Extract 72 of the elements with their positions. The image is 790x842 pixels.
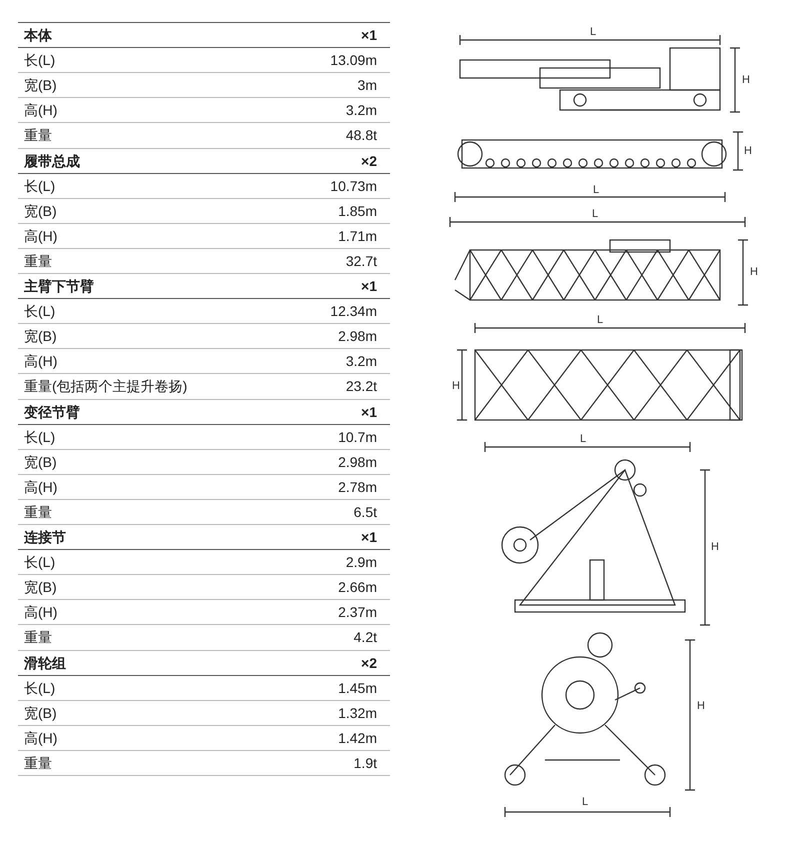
spec-name: 宽(B) (24, 704, 57, 722)
group-heading: 变径节臂 (24, 402, 80, 420)
spec-name: 宽(B) (24, 76, 57, 94)
spec-value: 2.78m (338, 478, 377, 496)
spec-value: 23.2t (346, 377, 377, 396)
spec-value: 1.45m (338, 678, 377, 697)
spec-name: 宽(B) (24, 452, 57, 471)
group-heading: 履带总成 (24, 152, 80, 170)
dimension-label: L (597, 314, 604, 326)
spec-value: 3m (358, 76, 377, 94)
dimension-label: L (590, 26, 596, 38)
spec-value: 4.2t (354, 628, 377, 646)
spec-value: 2.9m (346, 553, 377, 572)
dimension-label: L (592, 208, 598, 220)
spec-name: 重量 (24, 754, 52, 772)
spec-value: 2.98m (338, 452, 377, 471)
spec-value: 2.98m (338, 327, 377, 346)
dimension-label: H (750, 266, 758, 278)
quantity-value: ×2 (361, 152, 377, 170)
spec-name: 高(H) (24, 728, 58, 747)
spec-name: 长(L) (24, 51, 56, 70)
group-heading: 滑轮组 (24, 654, 66, 672)
spec-value: 3.2m (346, 101, 377, 120)
spec-value: 1.42m (338, 728, 377, 747)
spec-name: 重量 (24, 502, 52, 521)
group-heading: 本体 (24, 26, 52, 44)
spec-value: 2.37m (338, 603, 377, 622)
group-heading: 主臂下节臂 (24, 277, 94, 295)
quantity-value: ×2 (361, 654, 377, 672)
spec-name: 高(H) (24, 478, 58, 496)
group-heading: 连接节 (24, 528, 66, 546)
spec-name: 高(H) (24, 352, 58, 370)
dimension-label: H (744, 145, 752, 157)
spec-value: 1.71m (338, 226, 377, 245)
spec-value: 3.2m (346, 352, 377, 370)
spec-name: 高(H) (24, 101, 58, 120)
spec-name: 高(H) (24, 226, 58, 245)
dimension-label: L (582, 796, 588, 808)
spec-value: 1.9t (354, 754, 377, 772)
spec-value: 13.09m (330, 51, 377, 70)
spec-value: 10.7m (338, 428, 377, 446)
spec-name: 重量 (24, 628, 52, 646)
spec-name: 宽(B) (24, 327, 57, 346)
dimension-label: L (580, 433, 586, 445)
spec-name: 长(L) (24, 302, 56, 320)
dimension-label: H (742, 74, 750, 86)
spec-value: 1.32m (338, 704, 377, 722)
spec-name: 高(H) (24, 603, 58, 622)
spec-name: 重量 (24, 252, 52, 270)
quantity-value: ×1 (361, 528, 377, 546)
dimension-label: L (593, 184, 600, 196)
spec-name: 重量 (24, 126, 52, 144)
spec-name: 宽(B) (24, 578, 57, 596)
dimension-label: H (711, 541, 719, 553)
spec-value: 2.66m (338, 578, 377, 596)
dimension-label: H (697, 700, 705, 712)
spec-value: 1.85m (338, 202, 377, 220)
quantity-value: ×1 (361, 402, 377, 420)
dimension-label: H (452, 380, 460, 392)
spec-value: 6.5t (354, 502, 377, 521)
spec-value: 12.34m (330, 302, 377, 320)
spec-name: 长(L) (24, 678, 56, 697)
spec-name: 宽(B) (24, 202, 57, 220)
spec-value: 10.73m (330, 176, 377, 195)
spec-name: 重量(包括两个主提升卷扬) (24, 377, 188, 396)
spec-name: 长(L) (24, 553, 56, 572)
spec-value: 48.8t (346, 126, 377, 144)
spec-value: 32.7t (346, 252, 377, 270)
quantity-value: ×1 (361, 26, 377, 44)
quantity-value: ×1 (361, 277, 377, 295)
spec-name: 长(L) (24, 176, 56, 195)
spec-name: 长(L) (24, 428, 56, 446)
